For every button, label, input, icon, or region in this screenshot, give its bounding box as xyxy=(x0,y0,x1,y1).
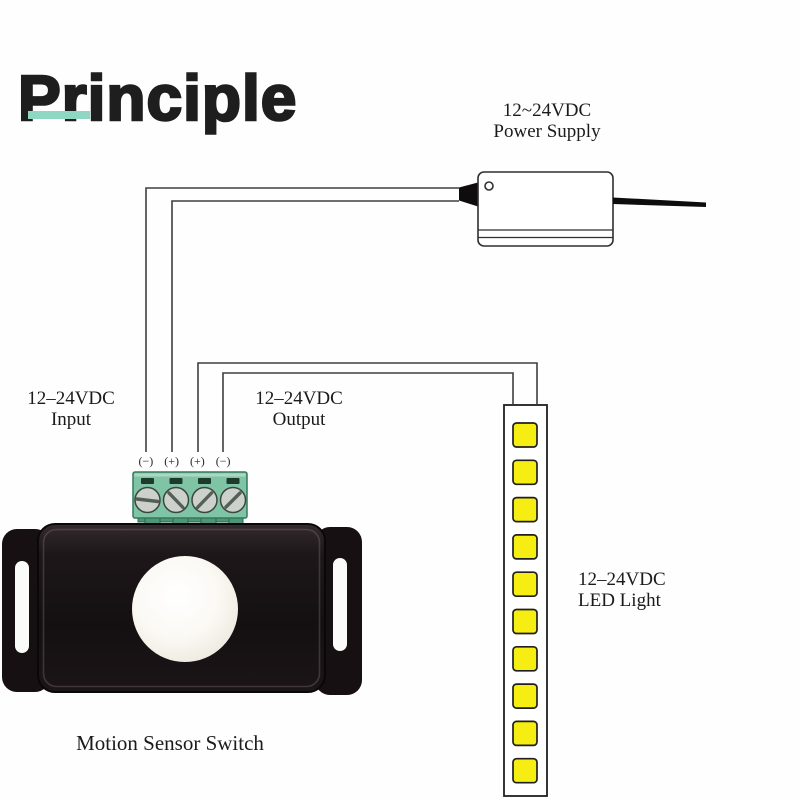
terminal-label-output-negative: (−) xyxy=(215,454,231,468)
terminal-wire-slot xyxy=(141,478,154,484)
led-square xyxy=(512,645,538,672)
led-square xyxy=(512,608,538,635)
output-label: 12–24VDC Output xyxy=(228,388,370,430)
wire-input-positive xyxy=(171,200,459,452)
led-square xyxy=(512,720,538,747)
power-supply-label-voltage: 12~24VDC xyxy=(502,100,592,121)
page-title: Principle xyxy=(17,61,298,134)
led-strip-illustration xyxy=(503,404,548,797)
input-label-voltage: 12–24VDC xyxy=(27,388,115,409)
mount-slot-right xyxy=(333,558,347,651)
led-label-voltage: 12–24VDC xyxy=(578,569,666,590)
device-label: Motion Sensor Switch xyxy=(76,731,264,755)
power-supply-indicator-dot xyxy=(484,181,494,191)
led-square xyxy=(512,534,538,560)
pir-sensor-dome xyxy=(132,556,238,662)
title-accent-bar xyxy=(28,111,90,119)
terminal-block xyxy=(132,471,248,527)
terminal-wire-slot xyxy=(198,478,211,484)
power-supply-body xyxy=(477,171,614,247)
led-light-label: 12–24VDC LED Light xyxy=(578,569,738,611)
led-label-name: LED Light xyxy=(578,590,661,611)
led-square xyxy=(512,683,538,709)
sensor-body-highlight xyxy=(42,528,321,688)
led-square xyxy=(512,496,538,523)
output-label-name: Output xyxy=(272,409,326,430)
power-supply-label-name: Power Supply xyxy=(493,121,601,142)
screw-slot xyxy=(167,491,185,510)
screw-slot xyxy=(195,491,214,510)
screw-slot xyxy=(224,491,242,509)
terminal-block-edge-highlight xyxy=(134,473,246,477)
output-wires xyxy=(197,362,538,452)
led-square xyxy=(512,422,538,448)
led-square xyxy=(512,571,538,598)
terminal-label-output-positive: (+) xyxy=(189,454,205,468)
led-square xyxy=(512,757,538,784)
output-label-voltage: 12–24VDC xyxy=(255,388,343,409)
mount-slot-left xyxy=(15,561,29,653)
input-label: 12–24VDC Input xyxy=(0,388,142,430)
terminal-wire-slot xyxy=(169,478,183,484)
led-square xyxy=(512,459,538,486)
wire-output-negative xyxy=(222,372,514,452)
terminal-polarity-labels: (−) (+) (+) (−) xyxy=(133,454,236,469)
power-supply-plug-connector xyxy=(459,182,478,207)
led-strip-leds xyxy=(512,422,538,784)
terminal-label-input-negative: (−) xyxy=(138,454,154,468)
terminal-block-body xyxy=(132,471,248,519)
terminal-label-input-positive: (+) xyxy=(164,454,179,468)
power-supply-label: 12~24VDC Power Supply xyxy=(447,100,647,142)
input-wires xyxy=(145,187,459,452)
power-supply-illustration xyxy=(459,171,706,247)
power-supply-cord xyxy=(613,197,706,207)
input-label-name: Input xyxy=(50,409,92,430)
wire-output-positive xyxy=(197,362,538,452)
motion-sensor-illustration xyxy=(2,523,362,695)
screw-slot xyxy=(135,497,160,504)
wire-input-negative xyxy=(145,187,459,452)
terminal-wire-slot xyxy=(226,478,240,484)
